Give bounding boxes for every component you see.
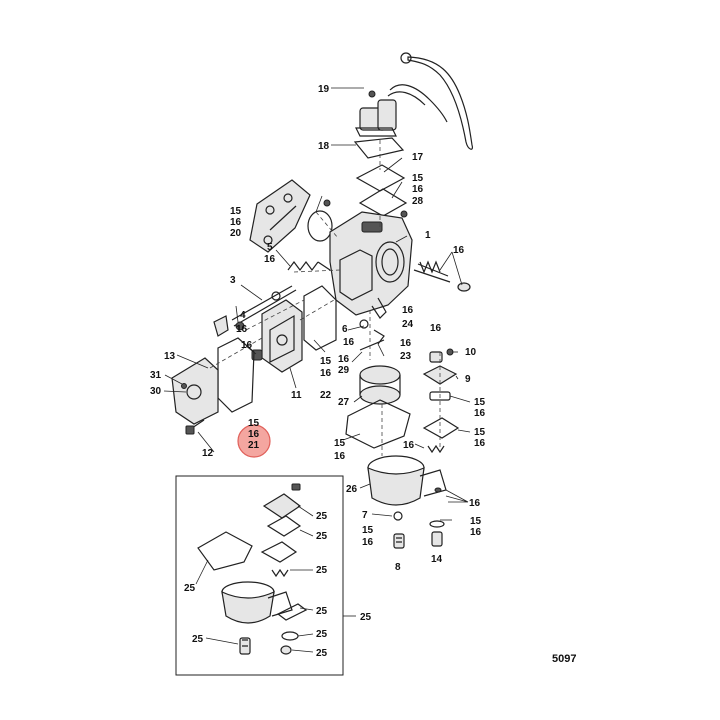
callout-15: 15 xyxy=(320,356,332,367)
callout-7: 7 xyxy=(362,510,368,521)
callout-10: 10 xyxy=(465,347,477,358)
callout-16: 16 xyxy=(453,245,465,256)
callout-16: 16 xyxy=(402,305,414,316)
bowl-gasket xyxy=(345,399,411,449)
callout-16: 16 xyxy=(241,340,253,351)
gasket-18 xyxy=(353,137,405,159)
callout-25: 25 xyxy=(184,583,196,594)
callout-15: 15 xyxy=(474,397,486,408)
screw-12 xyxy=(185,419,205,435)
plate-28 xyxy=(358,188,408,217)
callout-16: 16 xyxy=(430,323,442,334)
callout-16: 16 xyxy=(474,438,486,449)
callout-5: 5 xyxy=(267,242,273,253)
carburetor-body xyxy=(329,211,413,319)
callout-1: 1 xyxy=(425,230,431,241)
throttle-body-gasket xyxy=(303,285,337,351)
callout-16: 16 xyxy=(470,527,482,538)
callout-17: 17 xyxy=(412,152,424,163)
callout-27: 27 xyxy=(338,397,350,408)
callout-16: 16 xyxy=(343,337,355,348)
callout-15: 15 xyxy=(362,525,374,536)
callout-19: 19 xyxy=(318,84,330,95)
callout-25: 25 xyxy=(316,565,328,576)
throttle-spring xyxy=(287,261,331,271)
callout-16: 16 xyxy=(474,408,486,419)
callout-16: 16 xyxy=(403,440,415,451)
leader-lines xyxy=(163,87,471,653)
valve-14 xyxy=(429,520,445,547)
alignment-lines xyxy=(209,140,441,456)
inset-frame xyxy=(175,475,344,676)
callout-16: 16 xyxy=(236,324,248,335)
enrichener-valve xyxy=(355,90,397,137)
callout-16: 16 xyxy=(334,451,346,462)
gasket-17 xyxy=(355,164,406,192)
callout-16: 16 xyxy=(469,498,481,509)
fuel-pump-cover xyxy=(171,357,219,425)
callout-16: 16 xyxy=(248,429,260,440)
callout-25: 25 xyxy=(316,606,328,617)
callout-3: 3 xyxy=(230,275,236,286)
callout-15: 15 xyxy=(474,427,486,438)
drain-screw-8 xyxy=(393,533,405,549)
jet-column xyxy=(422,348,460,454)
electrical-lead xyxy=(387,52,473,150)
callout-15: 15 xyxy=(334,438,346,449)
callout-labels: 19 18 17 15 16 28 15 16 20 1 5 16 16 3 4… xyxy=(150,84,486,659)
callout-8: 8 xyxy=(395,562,401,573)
jet-7 xyxy=(393,511,403,521)
callout-22: 22 xyxy=(320,390,332,401)
screw-4 xyxy=(235,321,245,331)
callout-30: 30 xyxy=(150,386,162,397)
callout-25: 25 xyxy=(316,531,328,542)
inset-parts xyxy=(197,483,308,655)
highlight-circle xyxy=(237,424,271,458)
callout-16: 16 xyxy=(264,254,276,265)
screw-16r xyxy=(434,487,442,493)
callout-25: 25 xyxy=(360,612,372,623)
callout-15: 15 xyxy=(248,418,260,429)
callout-21: 21 xyxy=(248,440,260,451)
callout-4: 4 xyxy=(240,310,246,321)
idle-screw xyxy=(413,260,471,292)
callout-12: 12 xyxy=(202,448,214,459)
callout-31: 31 xyxy=(150,370,162,381)
callout-16: 16 xyxy=(320,368,332,379)
figure-number: 5097 xyxy=(552,653,576,665)
callout-25: 25 xyxy=(316,629,328,640)
callout-25: 25 xyxy=(316,511,328,522)
callout-15: 15 xyxy=(230,206,242,217)
callout-14: 14 xyxy=(431,554,443,565)
callout-28: 28 xyxy=(412,196,424,207)
callout-6: 6 xyxy=(342,324,348,335)
callout-25: 25 xyxy=(316,648,328,659)
cover-plate xyxy=(249,179,311,253)
callout-16: 16 xyxy=(412,184,424,195)
callout-11: 11 xyxy=(291,390,302,401)
callout-16: 16 xyxy=(400,338,412,349)
callout-16: 16 xyxy=(230,217,242,228)
callout-16: 16 xyxy=(338,354,350,365)
clip-23 xyxy=(373,329,385,345)
callout-24: 24 xyxy=(402,319,414,330)
callout-13: 13 xyxy=(164,351,176,362)
callout-15: 15 xyxy=(412,173,424,184)
bushing-6 xyxy=(359,319,369,329)
float-bowl-26 xyxy=(367,455,447,506)
callout-25: 25 xyxy=(192,634,204,645)
callout-26: 26 xyxy=(346,484,358,495)
callout-9: 9 xyxy=(465,374,471,385)
callout-29: 29 xyxy=(338,365,350,376)
callout-20: 20 xyxy=(230,228,242,239)
callout-16: 16 xyxy=(362,537,374,548)
float-27 xyxy=(359,365,401,405)
throttle-shaft xyxy=(213,285,297,337)
round-gasket xyxy=(307,210,333,242)
callout-18: 18 xyxy=(318,141,330,152)
callout-15: 15 xyxy=(470,516,482,527)
callout-23: 23 xyxy=(400,351,412,362)
